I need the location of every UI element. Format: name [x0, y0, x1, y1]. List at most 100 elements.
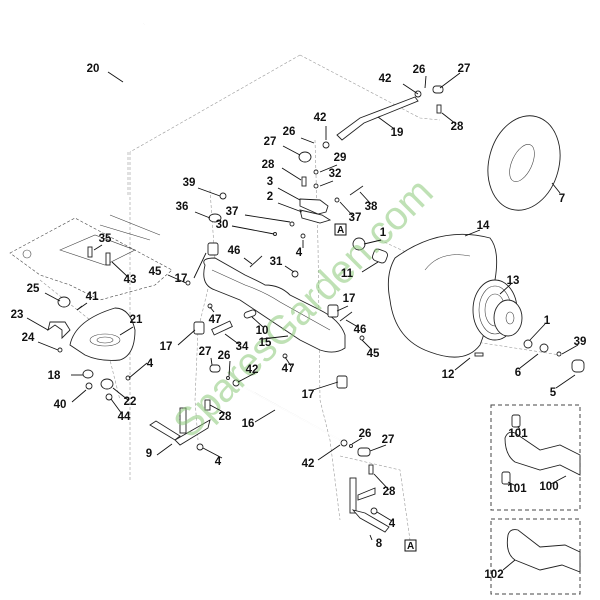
- callout-37: 37: [349, 212, 362, 224]
- leader-line-1: [529, 323, 546, 341]
- wheel-rim: [472, 279, 523, 341]
- callout-42: 42: [246, 364, 259, 376]
- callout-1: 1: [380, 227, 387, 239]
- leader-line-24: [37, 341, 59, 351]
- callout-4: 4: [215, 456, 222, 468]
- leader-line-2: [277, 202, 303, 213]
- callout-24: 24: [22, 332, 35, 344]
- callout-8: 8: [376, 538, 383, 550]
- leader-line-39: [197, 187, 221, 197]
- leader-line-41: [76, 302, 88, 311]
- callout-46: 46: [354, 324, 367, 336]
- callout-27: 27: [458, 63, 471, 75]
- callout-44: 44: [118, 411, 131, 423]
- callout-13: 13: [507, 275, 520, 287]
- leader-line-32: [319, 180, 334, 187]
- callout-39: 39: [574, 336, 587, 348]
- leader-line-47: [284, 356, 292, 367]
- leader-line-26: [228, 360, 231, 377]
- leader-line-4: [128, 362, 148, 379]
- leader-line-35: [93, 244, 103, 251]
- callout-43: 43: [124, 274, 137, 286]
- leader-line-46: [243, 257, 253, 265]
- leader-line-16: [254, 409, 276, 423]
- callout-7: 7: [559, 193, 565, 205]
- leader-line-6: [519, 353, 539, 369]
- callout-29: 29: [334, 152, 347, 164]
- bracket: [47, 321, 71, 340]
- leader-line-26: [424, 75, 427, 89]
- leader-line-20: [107, 71, 124, 83]
- callout-2: 2: [267, 191, 273, 203]
- leader-line-11: [361, 261, 379, 273]
- callout-26: 26: [283, 126, 296, 138]
- leader-line-15: [261, 335, 289, 340]
- leader-line-27: [439, 72, 461, 89]
- callout-12: 12: [442, 369, 455, 381]
- leader-line-3: [277, 187, 301, 201]
- leader-line-28: [441, 112, 457, 125]
- callout-17: 17: [302, 389, 315, 401]
- mounting-plate: [9, 214, 173, 301]
- leader-line-40: [71, 389, 87, 403]
- callout-42: 42: [379, 73, 392, 85]
- callout-17: 17: [160, 341, 173, 353]
- leader-line-47: [209, 306, 215, 313]
- leader-line-19: [377, 116, 394, 129]
- leader-line-37: [244, 214, 291, 223]
- leader-line-14: [464, 229, 481, 237]
- leader-line-17: [193, 252, 207, 279]
- front-axle: [203, 257, 346, 353]
- leader-line-44: [110, 398, 123, 415]
- callout-28: 28: [262, 159, 275, 171]
- leader-line-43: [111, 261, 129, 278]
- leader-line-10: [251, 316, 264, 328]
- leader-line-4: [202, 447, 223, 459]
- leader-line-37: [339, 201, 354, 217]
- kit-axle-102: [506, 529, 581, 573]
- callout-35: 35: [99, 233, 112, 245]
- callout-17: 17: [175, 273, 188, 285]
- leader-line-42: [237, 372, 256, 383]
- callout-15: 15: [259, 337, 272, 349]
- callout-5: 5: [550, 387, 557, 399]
- leader-line-31: [284, 265, 295, 273]
- leader-line-38: [359, 191, 372, 205]
- leader-line-7: [551, 182, 561, 194]
- steering-sector: [69, 307, 136, 361]
- steering-arm-plates: [299, 198, 332, 224]
- leader-line-101: [507, 481, 517, 487]
- inner-tube: [487, 115, 561, 211]
- callout-47: 47: [209, 314, 222, 326]
- leader-line-45: [167, 274, 187, 284]
- callout-101: 101: [508, 428, 528, 440]
- callout-34: 34: [236, 341, 249, 353]
- callout-4: 4: [389, 518, 396, 530]
- callout-28: 28: [451, 121, 464, 133]
- leader-line-28: [281, 167, 302, 181]
- callout-11: 11: [341, 268, 354, 280]
- reference-marker-a-upper: A: [334, 223, 347, 236]
- leader-line-34: [224, 333, 241, 346]
- callout-21: 21: [130, 314, 143, 326]
- callout-28: 28: [219, 411, 232, 423]
- callout-45: 45: [367, 348, 380, 360]
- leader-line-30: [231, 225, 275, 235]
- callout-38: 38: [365, 201, 378, 213]
- callout-9: 9: [146, 448, 152, 460]
- leader-line-45: [361, 339, 373, 351]
- callout-26: 26: [413, 64, 426, 76]
- leader-line-21: [119, 326, 134, 336]
- leader-line-39: [561, 344, 579, 355]
- leader-line-4: [376, 511, 393, 522]
- tyre: [387, 233, 498, 358]
- callout-42: 42: [302, 458, 315, 470]
- callout-22: 22: [124, 396, 137, 408]
- callout-42: 42: [314, 112, 327, 124]
- reference-marker-a-lower: A: [404, 539, 417, 552]
- callout-18: 18: [48, 370, 61, 382]
- callout-23: 23: [11, 309, 24, 321]
- leader-line-27: [369, 444, 387, 452]
- tie-rod: [239, 384, 341, 441]
